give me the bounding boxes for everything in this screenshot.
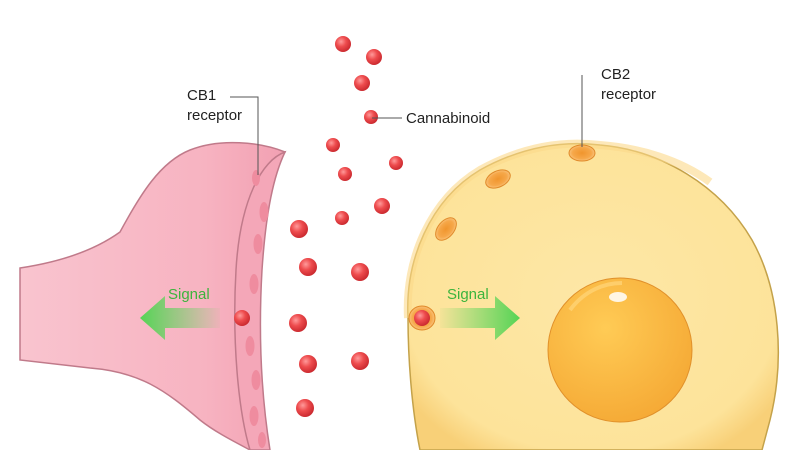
cb1-receptor-sites <box>245 170 269 448</box>
cannabinoid-molecule <box>351 263 369 281</box>
cb1-label-line1: CB1 <box>187 87 216 104</box>
cannabinoid-molecules <box>234 36 430 417</box>
cb1-leader-line <box>230 96 259 175</box>
cannabinoid-molecule <box>351 352 369 370</box>
cannabinoid-molecule <box>374 198 390 214</box>
cannabinoid-molecule <box>289 314 307 332</box>
cannabinoid-molecule <box>299 258 317 276</box>
cb2-label-line2: receptor <box>601 86 656 103</box>
signal-arrow-right: Signal <box>440 286 520 340</box>
cannabinoid-molecule <box>389 156 403 170</box>
cb1-label-line2: receptor <box>187 107 242 124</box>
signal-label-left: Signal <box>168 286 210 303</box>
bound-cannabinoid-cb2 <box>414 310 430 326</box>
signal-label-right: Signal <box>447 286 489 303</box>
cannabinoid-molecule <box>335 211 349 225</box>
cannabinoid-molecule <box>296 399 314 417</box>
cannabinoid-molecule <box>290 220 308 238</box>
cannabinoid-molecule <box>299 355 317 373</box>
bound-cannabinoid-cb1 <box>234 310 250 326</box>
cb2-receptor <box>435 217 457 241</box>
neuron-membrane-face <box>234 150 287 450</box>
cannabinoid-molecule <box>366 49 382 65</box>
cannabinoid-label: Cannabinoid <box>406 110 490 127</box>
neuron-terminal <box>19 141 287 450</box>
cb2-label-line1: CB2 <box>601 66 630 83</box>
cannabinoid-molecule <box>354 75 370 91</box>
cb2-receptor <box>485 169 511 189</box>
signal-arrow-left: Signal <box>140 286 220 340</box>
cannabinoid-molecule <box>338 167 352 181</box>
leader-lines <box>230 75 583 175</box>
cannabinoid-molecule <box>364 110 378 124</box>
cb2-receptor <box>568 144 596 162</box>
cell-outer-layer <box>403 139 713 319</box>
immune-cell <box>403 139 780 450</box>
cannabinoid-molecule <box>326 138 340 152</box>
cannabinoid-molecule <box>335 36 351 52</box>
nucleus <box>547 277 693 423</box>
